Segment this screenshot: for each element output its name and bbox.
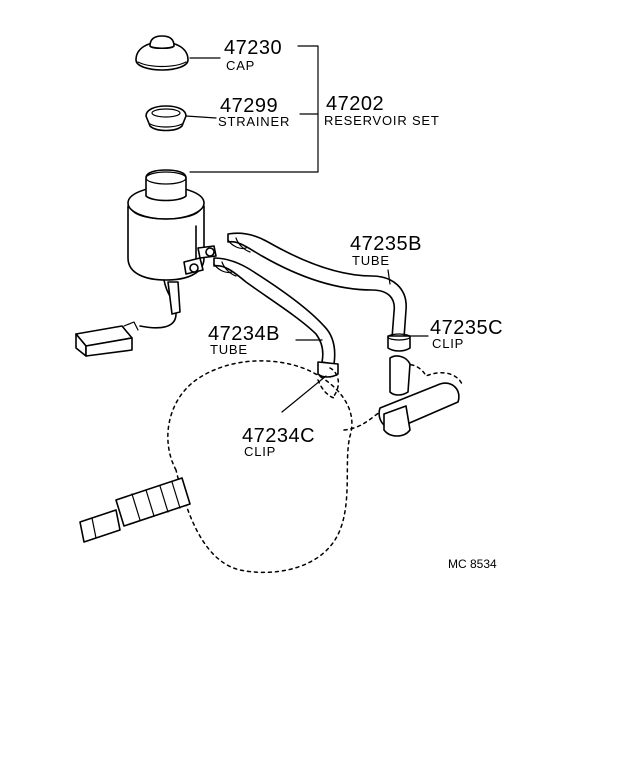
callout-strainer: 47299 STRAINER [218,95,290,129]
tube-47234b-part-name: TUBE [210,342,248,357]
tube-47235b-illustration [227,232,411,352]
clip-47235c-part-number: 47235C [430,317,503,339]
callout-clip-47234c: 47234C CLIP [242,425,315,459]
brake-booster-illustration [79,355,463,574]
tube-47234b-illustration [213,257,339,378]
reservoir-set-part-name: RESERVOIR SET [324,113,440,128]
cap-part-name: CAP [226,58,255,73]
cap-part-number: 47230 [224,37,282,59]
callout-cap: 47230 CAP [224,37,282,73]
cap-illustration [135,35,189,71]
clip-47234c-part-number: 47234C [242,425,315,447]
callout-clip-47235c: 47235C CLIP [430,317,503,351]
tube-47235b-part-name: TUBE [352,253,390,268]
leader-lines [185,45,429,413]
reservoir-set-part-number: 47202 [326,93,384,115]
strainer-illustration [145,105,187,132]
reservoir-illustration [75,169,217,357]
clip-47234c-part-name: CLIP [244,444,276,459]
callout-tube-47234b: 47234B TUBE [208,323,280,357]
tube-47235b-part-number: 47235B [350,233,422,255]
strainer-part-name: STRAINER [218,114,290,129]
callout-reservoir-set: 47202 RESERVOIR SET [324,93,440,128]
tube-47234b-part-number: 47234B [208,323,280,345]
diagram-code: MC 8534 [448,557,497,571]
strainer-part-number: 47299 [220,95,278,117]
clip-47235c-part-name: CLIP [432,336,464,351]
callout-tube-47235b: 47235B TUBE [350,233,422,268]
